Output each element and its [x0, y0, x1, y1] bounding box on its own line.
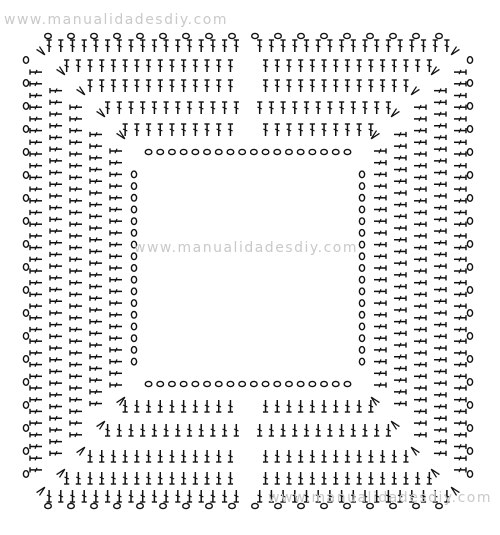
watermark-top: www.manualidadesdiy.com: [4, 12, 229, 28]
round-5: [29, 39, 467, 503]
round-1: [109, 123, 387, 413]
foundation-chain: [130, 148, 366, 388]
round-2: [89, 101, 407, 437]
round-4: [49, 59, 447, 485]
edging-chain-loops: [22, 32, 474, 510]
watermark-middle: www.manualidadesdiy.com: [134, 240, 359, 256]
diagram-rounds: [22, 32, 474, 510]
round-3: [69, 79, 427, 463]
watermark-bottom: www.manualidadesdiy.com: [268, 490, 493, 506]
